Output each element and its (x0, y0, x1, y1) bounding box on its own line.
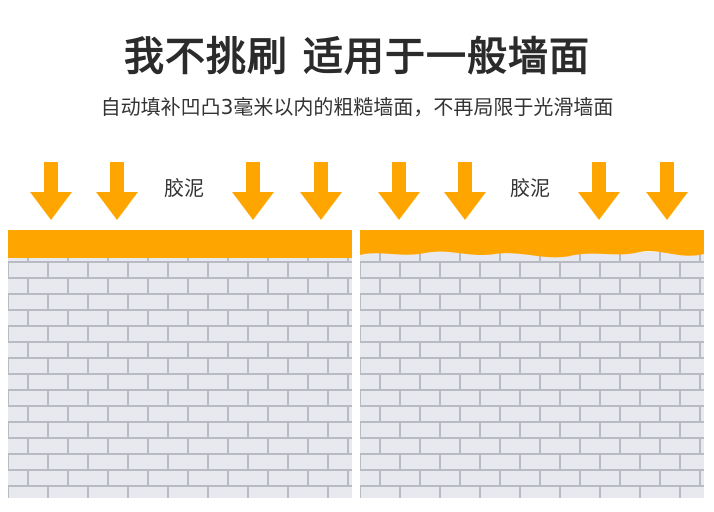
rough-wall-panel: 胶泥 (360, 162, 704, 502)
smooth-wall-panel: 胶泥 (8, 162, 352, 502)
glue-layer-wavy (360, 230, 704, 258)
page-subtitle: 自动填补凹凸3毫米以内的粗糙墙面，不再局限于光滑墙面 (100, 95, 614, 119)
down-arrow-icon (232, 162, 274, 220)
down-arrow-icon (444, 162, 486, 220)
down-arrow-icon (378, 162, 420, 220)
glue-label: 胶泥 (164, 176, 204, 200)
brick-wall (8, 256, 352, 498)
page-title: 我不挑刷 适用于一般墙面 (124, 34, 590, 80)
down-arrow-icon (30, 162, 72, 220)
glue-label: 胶泥 (510, 176, 550, 200)
brick-wall (360, 252, 704, 498)
glue-layer-flat (8, 230, 352, 258)
brick-wall-smooth (8, 230, 352, 498)
down-arrow-icon (96, 162, 138, 220)
brick-wall-rough (360, 230, 704, 498)
down-arrow-icon (646, 162, 688, 220)
down-arrow-icon (300, 162, 342, 220)
down-arrow-icon (578, 162, 620, 220)
